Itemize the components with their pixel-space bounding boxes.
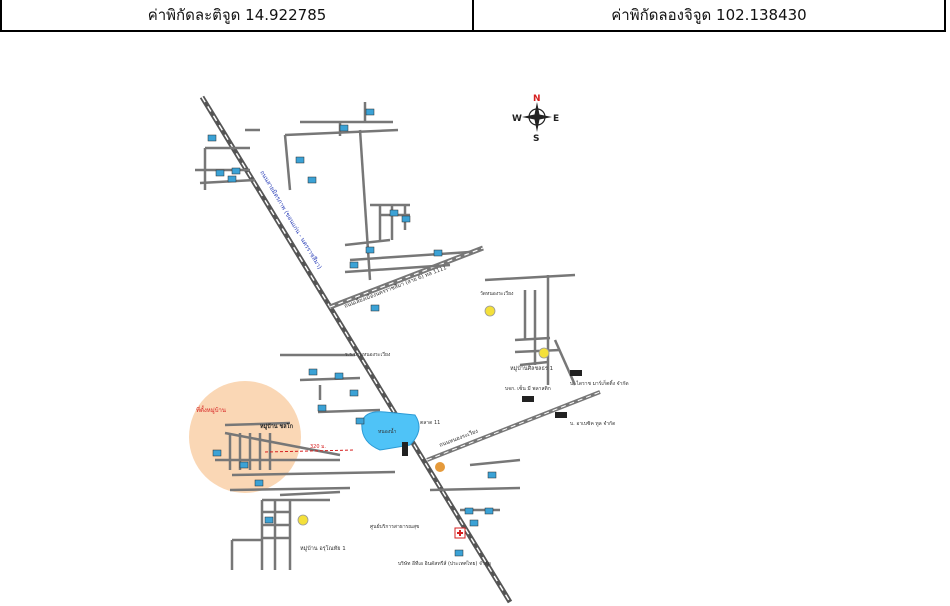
temple-label: วัดหนองระเวียง: [480, 290, 514, 297]
southwest-roads: [215, 353, 396, 570]
compass-w: W: [512, 114, 522, 124]
hospital-cross-icon: [454, 527, 466, 539]
bypass-road: [329, 245, 484, 310]
factory-2-label: บ. อาเบซิค ทูล จำกัด: [570, 420, 615, 427]
lake: [361, 411, 420, 451]
distance-line: [264, 449, 356, 453]
market-label: ตลาด 11: [420, 420, 440, 426]
house-icon: [207, 108, 497, 557]
compass-e: E: [553, 114, 559, 124]
coordinate-table: ค่าพิกัดละติจูด 14.922785 ค่าพิกัดลองจิจ…: [0, 0, 946, 32]
factory-3-label: บจก. เซ็น มี พลาสติก: [505, 384, 551, 392]
northwest-roads: [195, 128, 260, 190]
compass-n: N: [533, 94, 541, 104]
yellow-marker-icon: [297, 305, 550, 526]
highway-label: ถนนสายมิตรภาพ (ขอนแก่น - นครราชสีมา): [258, 169, 323, 271]
longitude-cell: ค่าพิกัดลองจิจูด 102.138430: [472, 0, 944, 30]
factory-icon: [402, 370, 582, 456]
site-label: ที่ตั้งหมู่บ้าน: [196, 404, 226, 414]
company-bottom-label: บริษัท อีทีเอ อินดัสทรีส์ (ประเทศไทย) จำ…: [398, 560, 491, 567]
east-cluster-roads: [484, 273, 577, 386]
northeast-road: [283, 102, 471, 281]
distance-label: 320 ม.: [310, 444, 326, 450]
main-highway: [199, 95, 513, 604]
orange-marker-icon: [435, 462, 445, 472]
school-label: ร.ร.บ้านหนองระเวียง: [345, 351, 391, 358]
location-map[interactable]: หนองน้ำ ถนนสายมิตรภาพ (ขอนแก่น - นครราชส…: [0, 40, 950, 606]
compass-rose: N S E W: [512, 94, 559, 144]
latitude-cell: ค่าพิกัดละติจูด 14.922785: [147, 6, 327, 24]
lake-label: หนองน้ำ: [378, 426, 397, 435]
village-main-label: หมู่บ้าน ชลโก: [260, 422, 294, 431]
compass-s: S: [533, 134, 539, 144]
factory-1-label: บ. ไดราช มาร์เก็ตติ้ง จำกัด: [570, 378, 629, 387]
village-south-label: หมู่บ้าน อรุโณทัย 1: [300, 544, 346, 552]
hospital-label: ศูนย์บริการสาธารณสุข: [370, 523, 419, 530]
village-right-label: หมู่บ้านศิลชลธร 1: [510, 365, 553, 372]
east-road: [426, 390, 601, 462]
